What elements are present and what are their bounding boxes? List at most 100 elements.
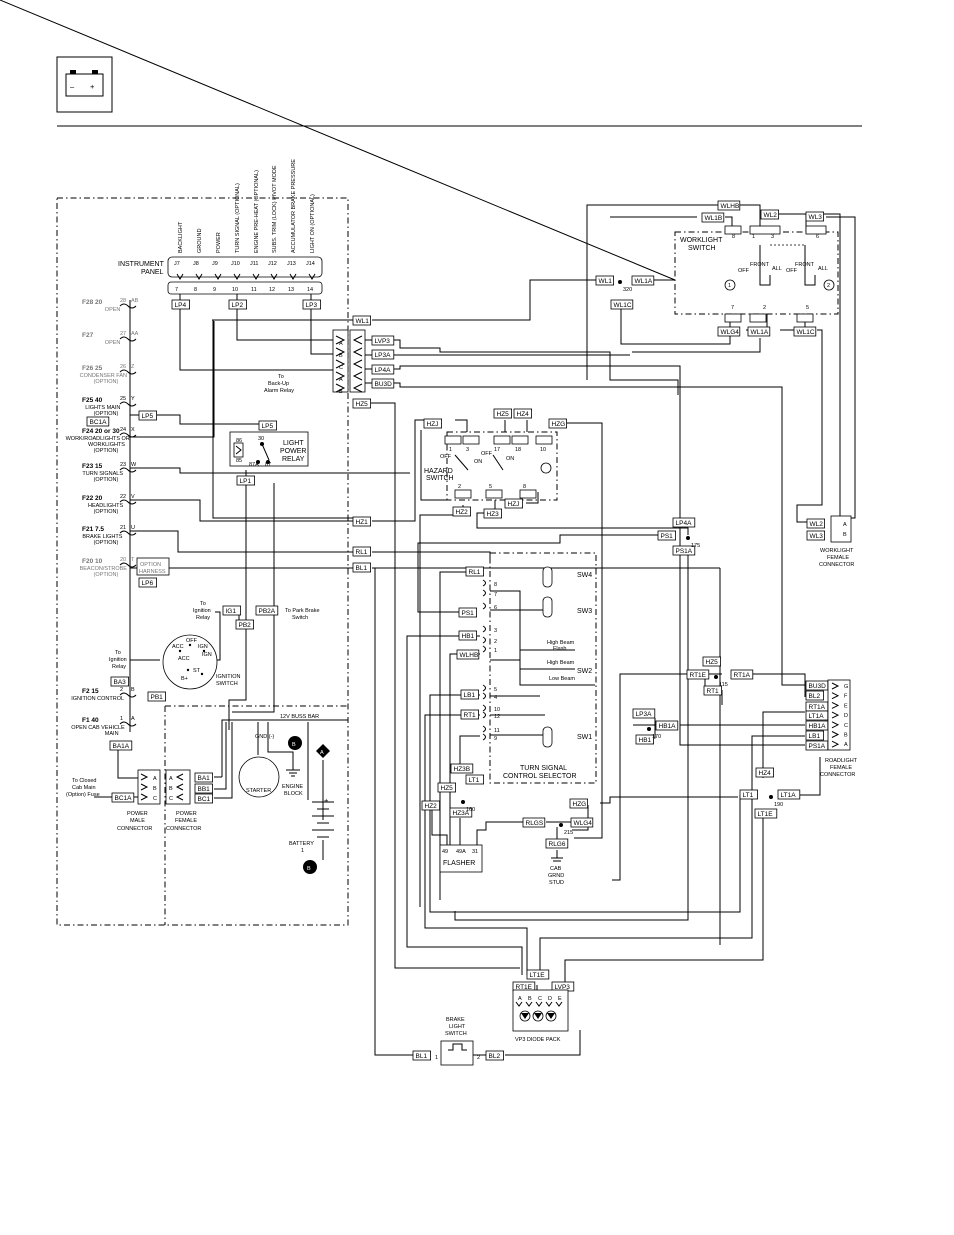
splice-number: 175: [691, 543, 700, 549]
instrument-pin-function: TURN SIGNAL (OPTIONAL): [235, 183, 241, 253]
diode-pin-letter: D: [548, 996, 552, 1002]
wire-tag: HZJ: [423, 418, 443, 429]
instrument-pin-number: 7: [175, 287, 178, 293]
svg-text:CONNECTOR: CONNECTOR: [117, 826, 152, 832]
splice-number: 215: [564, 830, 573, 836]
pin-chevron: [176, 273, 184, 280]
wire-tag: BA1A: [109, 740, 133, 751]
fuse-pin: 22: [120, 494, 126, 500]
pin-arrow: [352, 335, 363, 345]
wire-tag-label: WL1A: [635, 278, 653, 285]
roadlight-pin-letter: A: [844, 742, 848, 748]
pin-arrow: [482, 725, 486, 733]
wire-tag-label: PS1: [661, 533, 674, 540]
fuse-description: TURN SIGNALS: [82, 471, 123, 477]
wire-tag-label: HZ3A: [453, 810, 470, 817]
svg-text:B: B: [292, 742, 296, 748]
diode-pin-letter: E: [558, 996, 562, 1002]
splice-dot: [686, 536, 690, 540]
wire-tag-label: LP5: [142, 413, 154, 420]
svg-text:OFF: OFF: [481, 451, 493, 457]
splice-number: 320: [623, 287, 632, 293]
fuse-pin: B: [131, 687, 135, 693]
svg-text:+: +: [90, 82, 95, 91]
wire-tag: LT1A: [805, 710, 829, 721]
svg-text:WORKLIGHT: WORKLIGHT: [680, 237, 723, 244]
fuse-rating: F21 7.5: [82, 526, 104, 533]
svg-text:ALL: ALL: [818, 266, 828, 272]
fuse-description: OPEN: [105, 340, 121, 346]
wire-tag: HZ5: [493, 408, 513, 419]
wire-tag: LB1: [805, 730, 825, 741]
wire-tag: LP5: [138, 410, 158, 421]
wire-tag: WL1A: [631, 275, 655, 286]
pin-arrow: [482, 636, 486, 644]
svg-text:2: 2: [458, 484, 461, 490]
wire-tag-label: LVP3: [555, 984, 571, 991]
pin-arrow: [352, 371, 363, 381]
wire-tag: RL1: [465, 566, 485, 577]
instrument-pin-number: 10: [232, 287, 238, 293]
brake-light-switch: BRAKE LIGHT SWITCH 1 2: [435, 1017, 480, 1066]
wire-tag-label: LP3: [306, 302, 318, 309]
fuse-link: [119, 530, 137, 536]
wire-tag: LP3: [302, 299, 322, 310]
svg-text:STARTER: STARTER: [246, 788, 271, 794]
pin-chevron: [289, 273, 297, 280]
wire-tag: HZ3A: [449, 807, 473, 818]
svg-text:Back-Up: Back-Up: [268, 381, 289, 387]
wire-tag: LP2: [228, 299, 248, 310]
wire-tag-label: LT1E: [758, 811, 774, 818]
wires: [0, 0, 856, 1056]
svg-text:SW3: SW3: [577, 608, 592, 615]
fuse-description: BEACON/STROBE: [80, 566, 128, 572]
wire-tag-label: LB1: [464, 692, 476, 699]
svg-text:High Beam: High Beam: [547, 640, 575, 646]
pin-arrow: [545, 1001, 553, 1007]
fuse-description: (OPTION): [94, 411, 119, 417]
instrument-pin-number: 11: [251, 287, 257, 293]
svg-text:CONNECTOR: CONNECTOR: [820, 772, 855, 778]
svg-text:ACC: ACC: [178, 656, 190, 662]
wire-tag: WL3: [805, 211, 825, 222]
pin-arrow: [482, 711, 486, 719]
cab-ground-stud: CAB GRND STUD: [548, 850, 564, 886]
wire-tag-label: HZ4: [759, 770, 772, 777]
fuse-pin: 1: [120, 716, 123, 722]
splice-number: 160: [466, 807, 475, 813]
wire-tag: WL3: [806, 530, 826, 541]
instrument-pin-function: LIGHT ON (OPTIONAL): [310, 194, 316, 253]
svg-text:OFF: OFF: [440, 454, 452, 460]
roadlight-pin-letter: F: [844, 694, 848, 700]
wire-tag-label: LP1: [240, 478, 252, 485]
wire-tag-label: WL3: [810, 533, 824, 540]
wire-tag-label: BU3D: [809, 683, 827, 690]
instrument-panel: INSTRUMENT PANEL BACKLIGHTJ77GROUNDJ88PO…: [118, 159, 323, 295]
wire-tag: HB1A: [805, 720, 829, 731]
svg-text:OFF: OFF: [786, 268, 798, 274]
fuse-description: IGNITION CONTROL: [71, 696, 124, 702]
svg-text:87A: 87A: [249, 462, 259, 468]
pin-arrow: [482, 684, 486, 692]
diode-pin-letter: C: [538, 996, 542, 1002]
fuse-description: (OPTION): [94, 509, 119, 515]
pin-arrow: [831, 692, 840, 700]
wire-tag: BL1: [412, 1050, 432, 1061]
fuse-rating: F1 40: [82, 717, 99, 724]
fuse-pin: T: [131, 557, 135, 563]
pin-chevron: [195, 273, 203, 280]
wire-tag: HZ3: [483, 508, 503, 519]
wire-tag-label: BC1: [198, 796, 211, 803]
wire-tag-label: HB1A: [809, 723, 827, 730]
svg-text:To Park Brake: To Park Brake: [285, 608, 320, 614]
pin-chevron: [308, 273, 316, 280]
splice-dot: [714, 675, 718, 679]
wire-tag: PS1A: [805, 740, 829, 751]
wire-tag-label: WLHB: [460, 652, 479, 659]
wire-tag-label: LT1: [469, 777, 480, 784]
fuse-link: [119, 721, 137, 727]
